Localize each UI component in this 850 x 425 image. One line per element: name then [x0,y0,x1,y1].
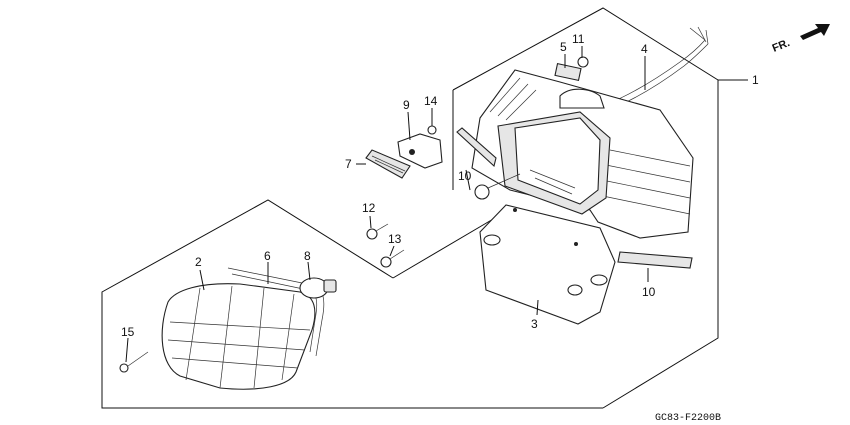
callout-3: 3 [531,317,538,331]
callout-5: 5 [560,40,567,54]
assembly-frame-link [392,214,501,279]
screw-13 [380,249,405,268]
callout-7: 7 [345,157,352,171]
figure-code: GC83-F2200B [655,413,721,424]
callout-6: 6 [264,249,271,263]
callout-2: 2 [195,255,202,269]
callout-8: 8 [304,249,311,263]
callout-11: 11 [572,32,585,46]
screw-12 [366,223,389,240]
callout-1: 1 [752,73,759,87]
front-direction-indicator [800,24,830,40]
leader-lines [125,46,748,363]
nut [577,56,589,68]
reflector [365,149,411,179]
bulb [299,277,337,299]
callout-10-lower: 10 [642,285,656,299]
callout-13: 13 [388,232,402,246]
front-direction-label: FR. [771,37,792,55]
bulb-socket [474,173,521,200]
reflector-strip-left [456,127,497,168]
bracket-hole [409,149,415,155]
tail-light-housing [471,69,694,239]
license-bracket [479,204,616,325]
wire-harness [604,26,709,111]
tail-lens [161,283,316,390]
assembly-frame-lower [101,199,603,409]
screw-14 [427,125,437,135]
reflector-strip-right [617,251,693,269]
callout-4: 4 [641,42,648,56]
callout-15: 15 [121,325,135,339]
callout-12: 12 [362,201,376,215]
callout-9: 9 [403,98,410,112]
callout-14: 14 [424,94,438,108]
screw-15 [119,351,149,373]
front-arrow-icon [800,24,830,40]
callout-10-upper: 10 [458,169,472,183]
wire-clamp [554,62,582,82]
reflector-bracket [397,133,443,169]
